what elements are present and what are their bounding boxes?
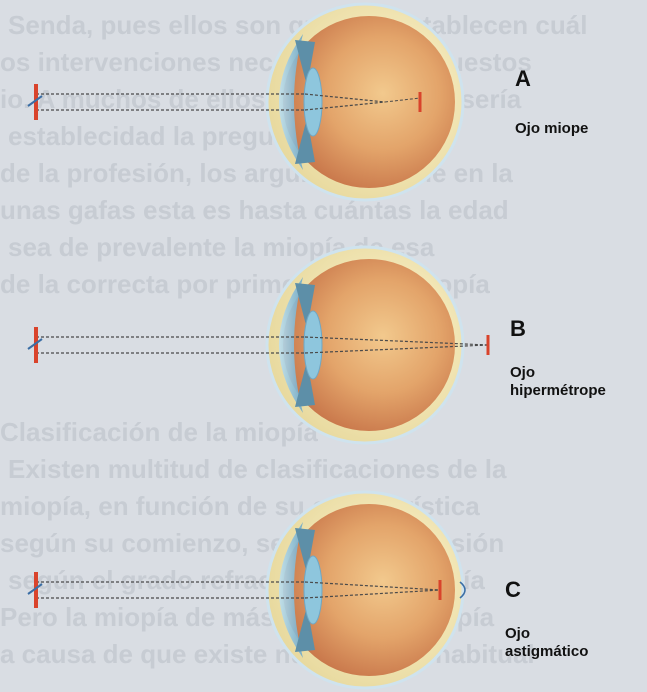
- lens: [304, 311, 322, 379]
- diagram-name-line: hipermétrope: [510, 382, 606, 400]
- lens: [304, 68, 322, 136]
- diagram-name-line: Ojo miope: [515, 120, 588, 138]
- diagram-letter-label: B: [510, 316, 526, 342]
- diagram-name-label: Ojo miope: [515, 120, 588, 138]
- diagram-letter-label: C: [505, 577, 521, 603]
- diagram-name-line: astigmático: [505, 643, 588, 661]
- diagram-name-line: Ojo: [510, 364, 606, 382]
- lens: [304, 556, 322, 624]
- eye-diagram-c: [28, 492, 465, 688]
- eye-diagram-a: [28, 4, 463, 200]
- eye-diagram-b: [28, 247, 488, 443]
- diagram-name-line: Ojo: [505, 625, 588, 643]
- diagram-letter-label: A: [515, 66, 531, 92]
